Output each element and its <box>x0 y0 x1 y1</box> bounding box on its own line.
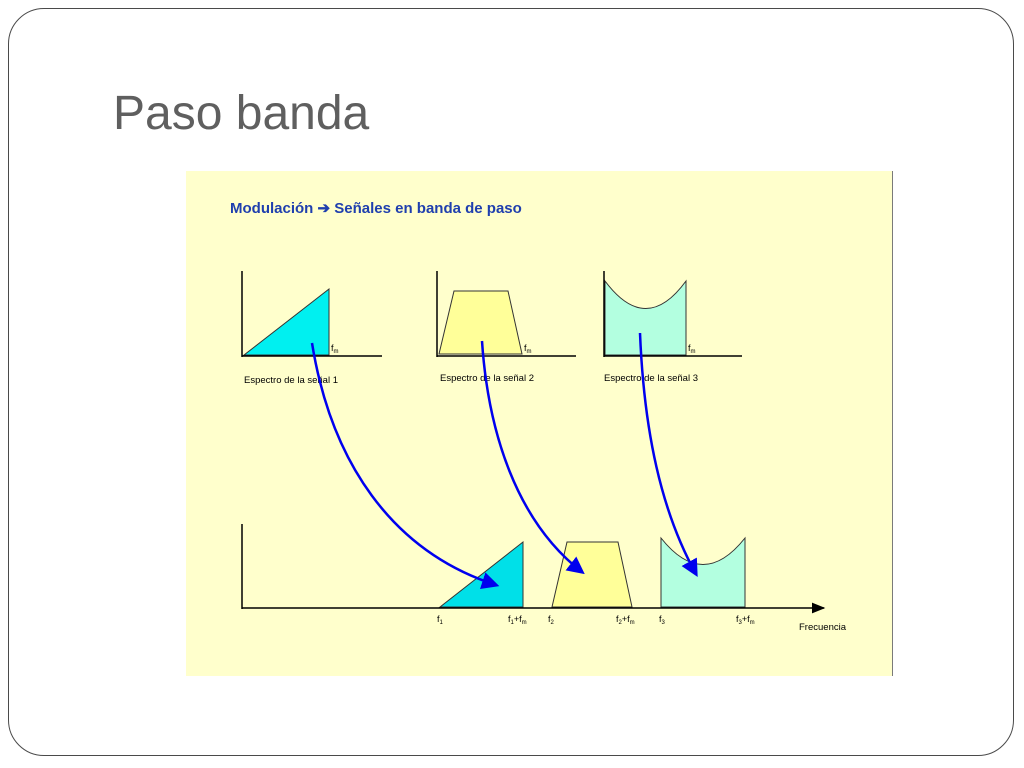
tick-f3-plus-fm: f3+fm <box>736 614 755 626</box>
arrow-spectrum-2 <box>480 340 585 575</box>
tick-f2: f2 <box>548 614 555 626</box>
spectrum-2-shape <box>438 290 523 355</box>
frequency-label: Frecuencia <box>799 622 847 633</box>
spectrum-3: fm Espectro de la señal 3 <box>603 271 742 384</box>
spectrum-diagram: Modulación ➔ Señales en banda de paso fm… <box>186 171 893 676</box>
diagram-svg: Modulación ➔ Señales en banda de paso fm… <box>230 200 847 633</box>
spectrum-3-shape <box>604 279 687 356</box>
arrow-spectrum-1 <box>310 342 500 590</box>
heading-left: Modulación <box>230 200 313 217</box>
slide-frame <box>8 8 1014 756</box>
spectrum-1-shape <box>242 287 330 356</box>
spectrum-2-fm: fm <box>524 343 532 355</box>
spectrum-2: fm Espectro de la señal 2 <box>436 271 576 384</box>
spectrum-1-label: Espectro de la señal 1 <box>244 375 338 386</box>
tick-f3: f3 <box>659 614 666 626</box>
tick-f2-plus-fm: f2+fm <box>616 614 635 626</box>
spectrum-3-fm: fm <box>688 343 696 355</box>
heading-right: Señales en banda de paso <box>334 200 522 217</box>
spectrum-1: fm Espectro de la señal 1 <box>241 271 382 386</box>
spectrum-3-label: Espectro de la señal 3 <box>604 373 698 384</box>
band-2-shape <box>551 541 633 608</box>
slide-title: Paso banda <box>113 87 370 140</box>
band-1-shape <box>438 540 524 608</box>
band-3-shape <box>660 536 746 608</box>
mapping-arrows <box>310 332 698 590</box>
tick-f1-plus-fm: f1+fm <box>508 614 527 626</box>
tick-f1: f1 <box>437 614 444 626</box>
spectrum-1-fm: fm <box>331 343 339 355</box>
bottom-axis-group: f1 f1+fm f2 f2+fm f3 f3+fm Frecuencia <box>241 524 847 633</box>
arrow-spectrum-3 <box>638 332 698 578</box>
diagram-heading: Modulación ➔ Señales en banda de paso <box>230 200 522 217</box>
heading-arrow: ➔ <box>318 200 331 217</box>
